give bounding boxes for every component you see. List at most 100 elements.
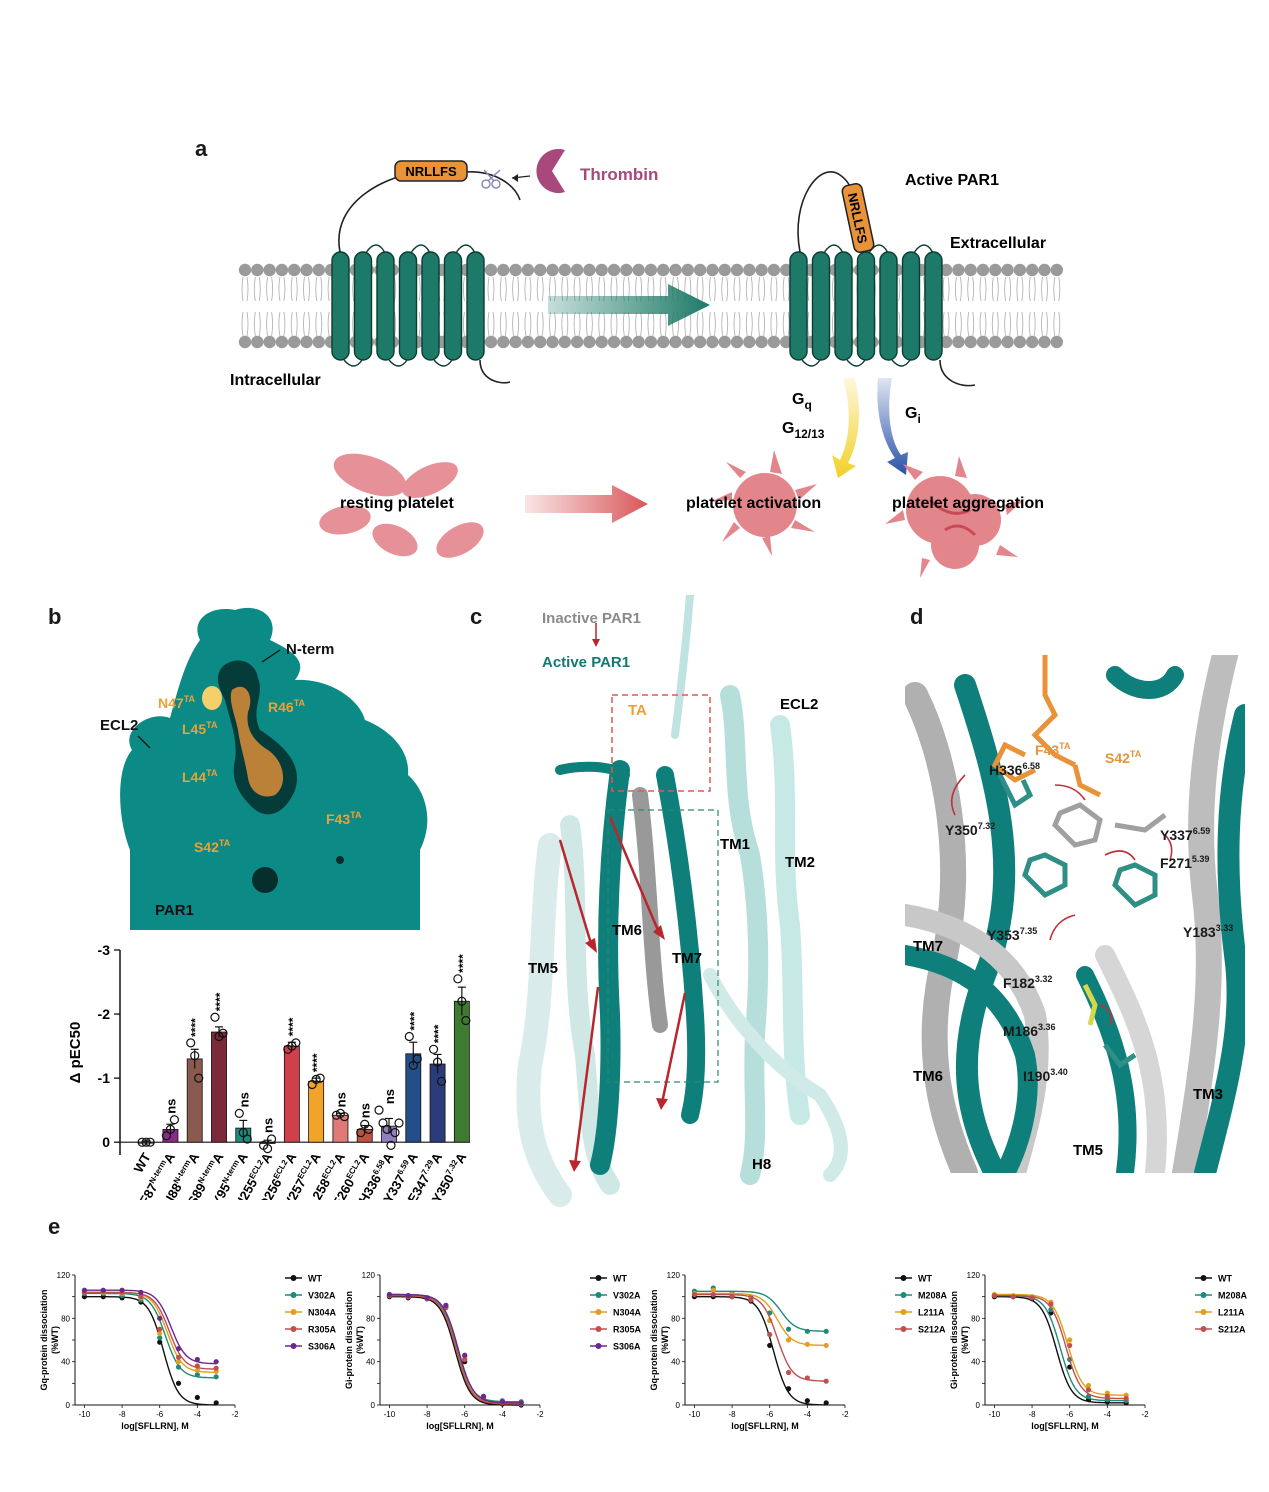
panel-label-e: e bbox=[48, 1214, 61, 1239]
y-axis-label: Gq-protein dissociation(%WT) bbox=[40, 1289, 60, 1390]
data-point bbox=[785, 1337, 792, 1343]
nterm-loop bbox=[338, 171, 421, 253]
data-point bbox=[1104, 1393, 1110, 1399]
tm-helix bbox=[879, 251, 898, 361]
y-tick-label: -2 bbox=[98, 1006, 111, 1022]
svg-text:L45TA: L45TA bbox=[182, 720, 218, 737]
data-point bbox=[194, 1356, 200, 1363]
nterm-tail bbox=[464, 171, 521, 201]
data-point bbox=[194, 1367, 200, 1373]
x-axis-label: log[SFLLRN], M bbox=[1031, 1421, 1098, 1431]
data-point bbox=[141, 1137, 151, 1147]
data-point bbox=[729, 1294, 735, 1300]
legend-marker bbox=[900, 1309, 907, 1315]
tm5-label-c: TM5 bbox=[528, 960, 558, 977]
significance-label: ns bbox=[358, 1103, 373, 1118]
y-tick-label: 120 bbox=[667, 1271, 681, 1280]
panel-label-d: d bbox=[910, 604, 924, 629]
data-point bbox=[213, 1400, 219, 1406]
data-point bbox=[823, 1342, 829, 1349]
data-point bbox=[165, 1124, 176, 1134]
y-tick-label: 40 bbox=[971, 1358, 980, 1367]
data-point bbox=[804, 1328, 810, 1334]
y-axis-label: Gi-protein dissociation(%WT) bbox=[949, 1291, 970, 1389]
legend-marker bbox=[290, 1343, 297, 1349]
tm-helix bbox=[789, 251, 808, 361]
legend-label: S212A bbox=[1218, 1325, 1246, 1335]
y-axis-label: Δ pEC50 bbox=[67, 1022, 84, 1084]
residue-label: F1823.32 bbox=[1003, 974, 1052, 991]
residue-label: H3366.58 bbox=[989, 761, 1040, 778]
data-point bbox=[823, 1400, 829, 1406]
fit-curve bbox=[694, 1290, 827, 1332]
fit-curve bbox=[994, 1294, 1127, 1400]
significance-label: **** bbox=[456, 954, 470, 973]
legend-marker bbox=[1200, 1292, 1207, 1298]
data-point bbox=[748, 1297, 754, 1303]
data-point bbox=[364, 1124, 374, 1134]
data-point bbox=[81, 1287, 88, 1293]
y-axis-label: Gq-protein dissociation(%WT) bbox=[649, 1289, 670, 1390]
scissors-icon bbox=[481, 169, 501, 189]
legend-label: WT bbox=[308, 1274, 322, 1284]
y-tick-label: 80 bbox=[366, 1314, 375, 1323]
x-tick-label: -8 bbox=[1028, 1410, 1036, 1419]
data-point bbox=[1123, 1395, 1129, 1402]
data-point bbox=[291, 1038, 301, 1048]
residue-labels-d: F43TAS42TAH3366.58Y3507.32Y3376.59F2715.… bbox=[945, 741, 1233, 1084]
data-point bbox=[1085, 1382, 1092, 1389]
panel-c-structure: Inactive PAR1 Active PAR1 TA ECL2 TM1 TM… bbox=[516, 595, 848, 1207]
tm7-active bbox=[656, 766, 706, 1124]
svg-text:N47TA: N47TA bbox=[158, 694, 196, 711]
data-point bbox=[157, 1326, 163, 1332]
tm7-label-d: TM7 bbox=[913, 938, 943, 955]
data-point bbox=[242, 1134, 252, 1144]
data-point bbox=[404, 1031, 414, 1042]
legend-marker bbox=[595, 1326, 602, 1332]
data-point bbox=[436, 1076, 447, 1086]
significance-label: ns bbox=[261, 1118, 276, 1133]
fit-curve bbox=[84, 1289, 217, 1365]
thrombin-icon bbox=[536, 149, 565, 193]
data-point bbox=[408, 1060, 418, 1070]
movement-arrows bbox=[558, 816, 687, 1172]
panel-label-c: c bbox=[470, 604, 483, 629]
svg-text:F43TA: F43TA bbox=[326, 810, 362, 827]
tm-helix bbox=[398, 251, 418, 361]
resting-platelet-label: resting platelet bbox=[340, 495, 454, 512]
data-point bbox=[356, 1127, 366, 1138]
pocket-box bbox=[607, 809, 719, 1083]
legend-marker bbox=[900, 1326, 907, 1332]
data-point bbox=[386, 1140, 396, 1150]
inactive-receptor bbox=[331, 244, 485, 367]
significance-label: **** bbox=[407, 1011, 421, 1030]
svg-text:S42TA: S42TA bbox=[194, 838, 231, 855]
data-point bbox=[238, 1127, 248, 1138]
gq-arrow bbox=[832, 378, 860, 478]
data-point bbox=[382, 1124, 392, 1134]
legend-marker bbox=[900, 1275, 907, 1281]
category-label: WT bbox=[131, 1150, 154, 1175]
fit-curve bbox=[694, 1292, 827, 1346]
data-point bbox=[194, 1372, 200, 1378]
data-point bbox=[374, 1105, 384, 1115]
y-tick-label: 120 bbox=[57, 1271, 71, 1280]
bar bbox=[405, 1053, 422, 1143]
data-point bbox=[194, 1363, 200, 1369]
extracellular-label: Extracellular bbox=[950, 235, 1046, 252]
bar bbox=[283, 1045, 300, 1143]
tm6-active bbox=[590, 760, 630, 1175]
significance-label: **** bbox=[286, 1017, 300, 1036]
data-point bbox=[157, 1335, 163, 1341]
activated-platelet-icon bbox=[710, 450, 817, 556]
panel-label-a: a bbox=[195, 136, 208, 161]
data-point bbox=[823, 1328, 829, 1334]
y-axis-label: Gi-protein dissociation(%WT) bbox=[344, 1291, 365, 1389]
active-receptor bbox=[789, 244, 943, 367]
data-point bbox=[213, 1365, 219, 1371]
y-tick-label: 120 bbox=[362, 1271, 376, 1280]
x-tick-label: -8 bbox=[118, 1410, 126, 1419]
data-point bbox=[213, 1374, 219, 1380]
data-point bbox=[453, 974, 463, 984]
y-tick-label: -1 bbox=[98, 1070, 111, 1086]
